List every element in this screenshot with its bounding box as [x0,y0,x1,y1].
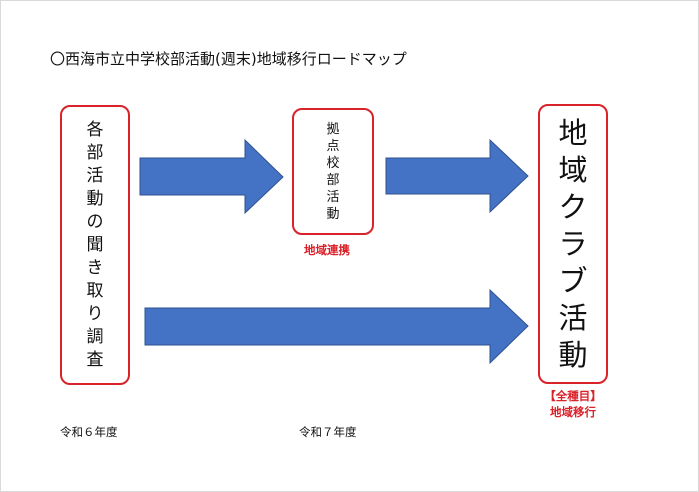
all-events-note: 【全種目】 地域移行 [543,389,603,420]
hub-school-box: 拠点校部活動 [292,108,374,235]
hub-char: 活 [326,189,340,205]
page-title: 〇西海市立中学校部活動(週末)地域移行ロードマップ [50,50,407,68]
hub-char: 点 [326,138,340,154]
survey-char: 取 [86,280,104,301]
regional-club-label: 地域クラブ活動 [558,115,587,374]
regional-coop-label: 地域連携 [304,243,350,257]
survey-char: 動 [86,188,104,209]
survey-char: 査 [86,349,104,370]
survey-char: 調 [86,326,104,347]
year-r7: 令和７年度 [299,425,357,439]
survey-char: 各 [86,119,104,140]
club-char: ク [558,189,588,224]
hub-char: 拠 [326,121,340,137]
arrow-survey-to-club [144,288,529,365]
arrow-hub-to-club [385,138,529,214]
club-char: ブ [558,263,588,298]
arrow-survey-to-hub [139,138,284,215]
hub-school-label: 拠点校部活動 [326,121,339,223]
hub-char: 校 [326,155,340,171]
survey-char: 聞 [86,234,104,255]
survey-char: り [86,303,104,324]
survey-char: の [86,211,104,232]
regional-transition-label: 地域移行 [550,404,596,419]
survey-char: 活 [86,165,104,186]
survey-char: 部 [86,142,104,163]
hub-char: 動 [326,206,340,222]
survey-char: き [86,257,104,278]
club-char: 動 [558,337,588,372]
survey-box: 各部活動の聞き取り調査 [60,105,130,385]
year-r6: 令和６年度 [60,425,118,439]
survey-label: 各部活動の聞き取り調査 [87,119,104,372]
club-char: 地 [558,115,588,150]
club-char: 域 [558,152,588,187]
hub-char: 部 [326,172,340,188]
all-events-label: 【全種目】 [544,389,602,403]
club-char: ラ [558,226,588,261]
regional-club-box: 地域クラブ活動 [538,104,608,384]
club-char: 活 [558,300,588,335]
